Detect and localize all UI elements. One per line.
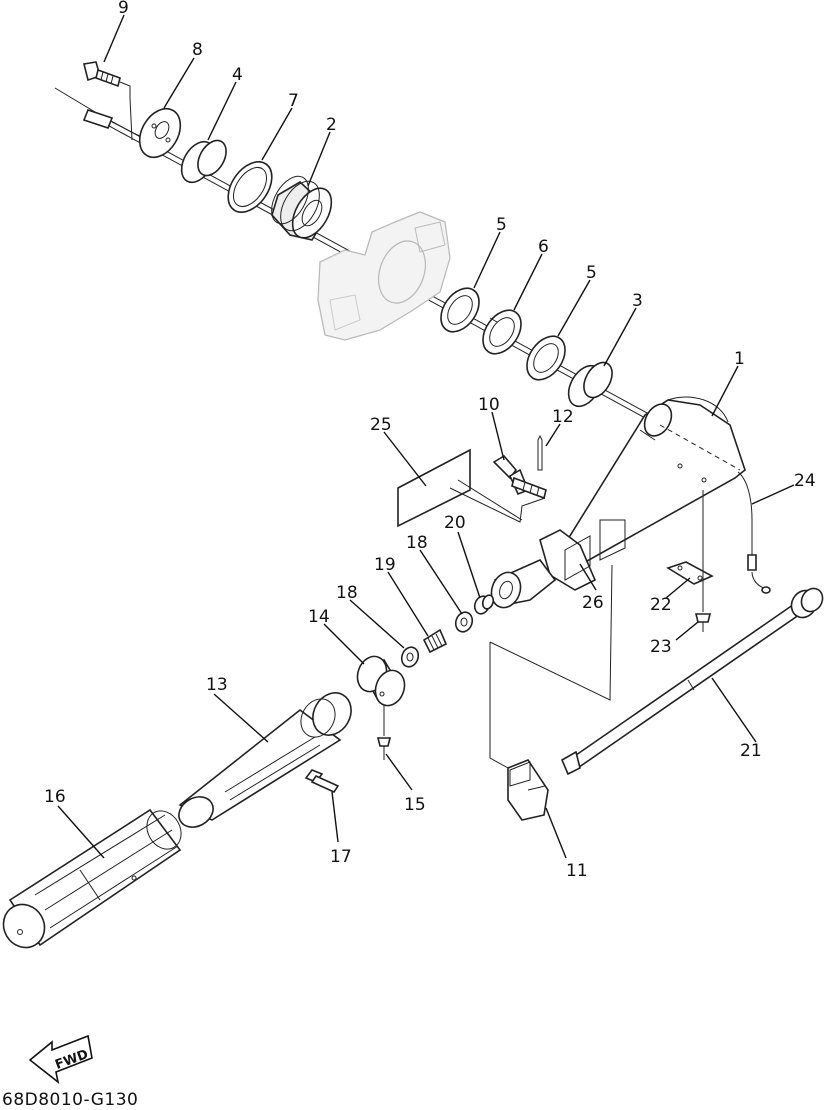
callout-8: 8 bbox=[192, 40, 203, 60]
part-10-wing-bolt bbox=[492, 454, 547, 500]
callout-17: 17 bbox=[330, 847, 352, 867]
callout-16: 16 bbox=[44, 787, 66, 807]
part-15-screw bbox=[376, 705, 392, 760]
part-23-screw bbox=[694, 490, 712, 632]
callout-24: 24 bbox=[794, 471, 816, 491]
part-18-washer bbox=[454, 611, 474, 633]
part-11-clip bbox=[507, 759, 549, 821]
part-16-grip bbox=[2, 808, 182, 949]
callout-5-second: 5 bbox=[586, 263, 597, 283]
callout-4: 4 bbox=[232, 65, 243, 85]
part-5-washer-2 bbox=[526, 335, 566, 381]
callout-9: 9 bbox=[118, 0, 129, 18]
callout-10: 10 bbox=[478, 395, 500, 415]
callout-22: 22 bbox=[650, 595, 672, 615]
part-21-rod bbox=[560, 587, 824, 776]
part-5-washer bbox=[440, 287, 480, 333]
callout-23: 23 bbox=[650, 637, 672, 657]
callout-14: 14 bbox=[308, 607, 330, 627]
tiller-end bbox=[490, 559, 557, 609]
callout-12: 12 bbox=[552, 407, 574, 427]
callout-25: 25 bbox=[370, 415, 392, 435]
callout-3: 3 bbox=[632, 291, 643, 311]
part-2-threaded-collar bbox=[271, 175, 333, 241]
callout-5: 5 bbox=[496, 215, 507, 235]
part-13-throttle-shaft bbox=[178, 692, 352, 828]
callout-26: 26 bbox=[582, 593, 604, 613]
callout-18-second: 18 bbox=[336, 583, 358, 603]
part-7-o-ring bbox=[227, 161, 273, 213]
callout-20: 20 bbox=[444, 513, 466, 533]
part-25-label bbox=[397, 448, 523, 528]
part-6-split-ring bbox=[482, 309, 522, 355]
assembly-guides bbox=[449, 487, 613, 769]
callout-19: 19 bbox=[374, 555, 396, 575]
part-24-wire bbox=[737, 471, 771, 594]
callout-21: 21 bbox=[740, 741, 762, 761]
leader-lines bbox=[57, 14, 795, 859]
part-12-pin bbox=[537, 434, 543, 471]
part-20-pin bbox=[473, 594, 495, 615]
part-4-bushing bbox=[180, 139, 227, 184]
part-19-spring bbox=[422, 628, 448, 654]
callout-15: 15 bbox=[404, 795, 426, 815]
callout-2: 2 bbox=[326, 115, 337, 135]
swivel-bracket bbox=[317, 211, 451, 341]
callout-18: 18 bbox=[406, 533, 428, 553]
fwd-arrow-icon: FWD bbox=[28, 1034, 93, 1084]
part-8-plate bbox=[138, 107, 182, 159]
callout-7: 7 bbox=[288, 91, 299, 111]
callout-11: 11 bbox=[566, 861, 588, 881]
callout-labels: 9 8 4 7 2 5 6 5 3 1 10 12 25 24 20 18 19… bbox=[44, 0, 816, 881]
part-1-tiller-arm bbox=[539, 396, 746, 591]
part-3-bushing bbox=[567, 361, 613, 408]
part-14-collar bbox=[356, 655, 406, 707]
part-18-washer-2 bbox=[400, 646, 420, 668]
part-26-sticker bbox=[564, 535, 591, 581]
part-17-screw bbox=[304, 769, 340, 794]
part-9-bolt bbox=[83, 61, 133, 141]
callout-1: 1 bbox=[734, 349, 745, 369]
part-22-plate bbox=[666, 561, 714, 585]
callout-6: 6 bbox=[538, 237, 549, 257]
callout-13: 13 bbox=[206, 675, 228, 695]
drawing-code: 68D8010-G130 bbox=[2, 1090, 139, 1110]
